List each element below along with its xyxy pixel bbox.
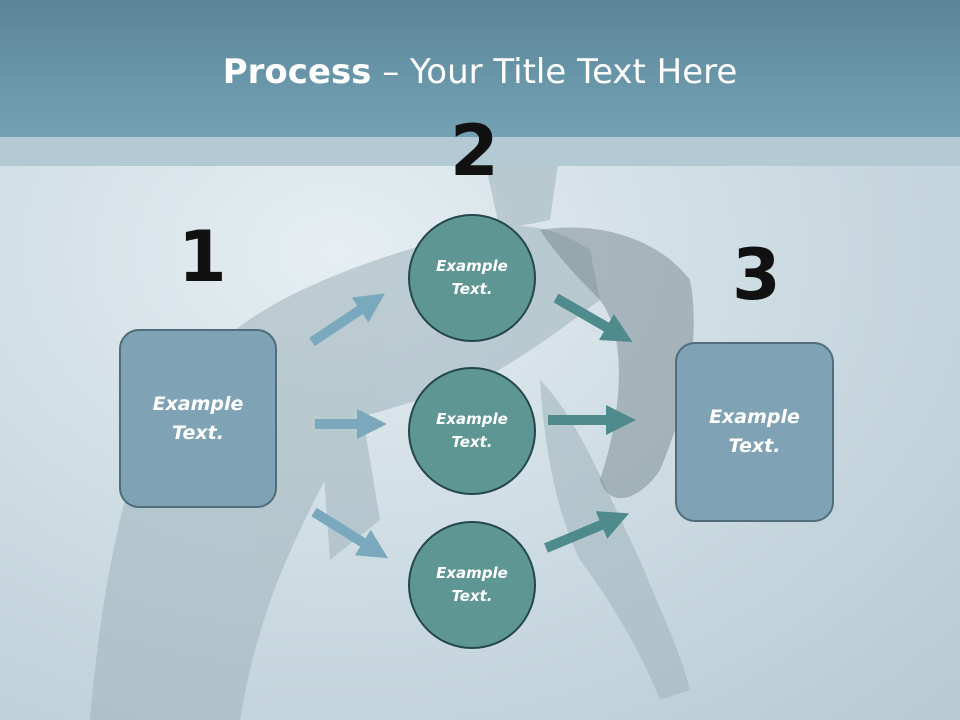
- right-box-line1: Example: [709, 406, 800, 428]
- left-box-line1: Example: [152, 392, 244, 415]
- step-number-1: 1: [178, 216, 227, 298]
- circle-middle-line2: Text.: [451, 433, 493, 451]
- circle-top-line1: Example: [436, 257, 508, 275]
- circle-bottom-line1: Example: [436, 564, 508, 582]
- right-box-line2: Text.: [728, 435, 781, 457]
- title-underline-band: [0, 137, 960, 166]
- title-rest: – Your Title Text Here: [371, 52, 738, 92]
- circle-middle-line1: Example: [436, 410, 508, 428]
- arrow-left-to-bottom: [311, 507, 389, 559]
- title-bold: Process: [222, 52, 372, 92]
- arrow-left-to-top: [309, 293, 385, 347]
- arrow-bottom-to-right: [544, 511, 630, 553]
- slide-title: Process – Your Title Text Here: [0, 52, 960, 92]
- title-bar: [0, 0, 960, 137]
- circle-top-line2: Text.: [451, 280, 493, 298]
- circle-bottom-line2: Text.: [451, 587, 493, 605]
- step-number-3: 3: [732, 234, 781, 316]
- arrow-top-to-right: [553, 293, 633, 342]
- left-box-line2: Text.: [172, 421, 224, 444]
- step-number-2: 2: [450, 110, 499, 192]
